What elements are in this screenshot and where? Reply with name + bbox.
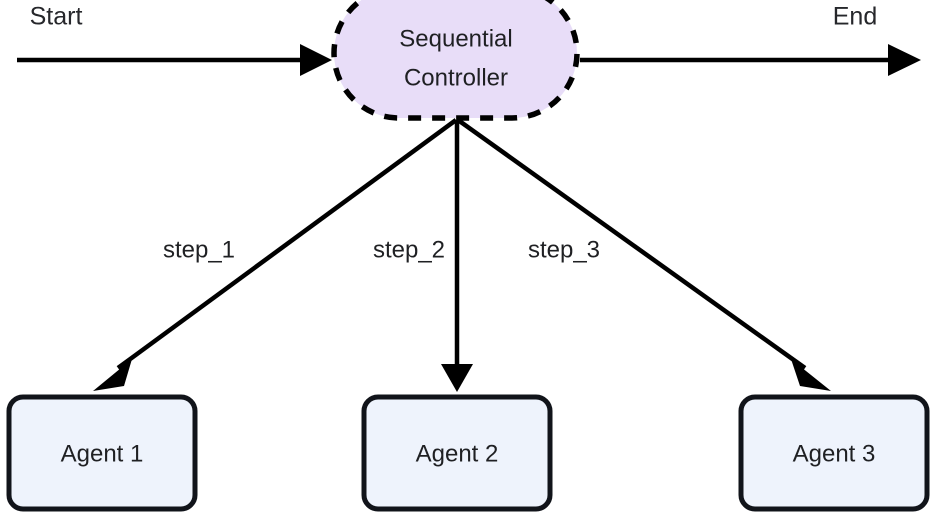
- edge-end: [580, 44, 921, 76]
- edge-step-3: [456, 118, 831, 391]
- terminal-label-end: End: [833, 3, 877, 31]
- agent-2-label: Agent 2: [416, 440, 499, 467]
- agent-1-box: [6, 394, 198, 512]
- edge-label-step-2: step_2: [373, 236, 445, 263]
- node-agent-1[interactable]: Agent 1: [6, 394, 198, 512]
- edge-start: [17, 44, 332, 76]
- edge-label-step-3: step_3: [528, 236, 600, 263]
- edge-step-1: [93, 118, 458, 391]
- edge-step-1-arrowhead: [93, 359, 132, 391]
- agent-1-label: Agent 1: [61, 440, 144, 467]
- edge-start-arrowhead: [300, 44, 332, 76]
- edge-label-step-1: step_1: [163, 236, 235, 263]
- edge-step-3-line: [456, 118, 807, 370]
- controller-label-line1: Sequential: [399, 25, 512, 52]
- edge-step-2-arrowhead: [441, 364, 473, 392]
- terminal-label-start: Start: [30, 3, 83, 31]
- edge-end-arrowhead: [888, 44, 921, 76]
- node-sequential-controller[interactable]: Sequential Controller: [331, 0, 580, 121]
- edge-step-1-line: [116, 118, 458, 370]
- agent-2-box: [361, 394, 553, 512]
- edge-step-2: [441, 120, 473, 392]
- agent-3-box: [738, 394, 930, 512]
- controller-label-line2: Controller: [404, 64, 508, 91]
- node-agent-2[interactable]: Agent 2: [361, 394, 553, 512]
- controller-shape: [331, 0, 580, 121]
- agent-3-label: Agent 3: [793, 440, 876, 467]
- edge-step-3-arrowhead: [791, 359, 831, 391]
- node-agent-3[interactable]: Agent 3: [738, 394, 930, 512]
